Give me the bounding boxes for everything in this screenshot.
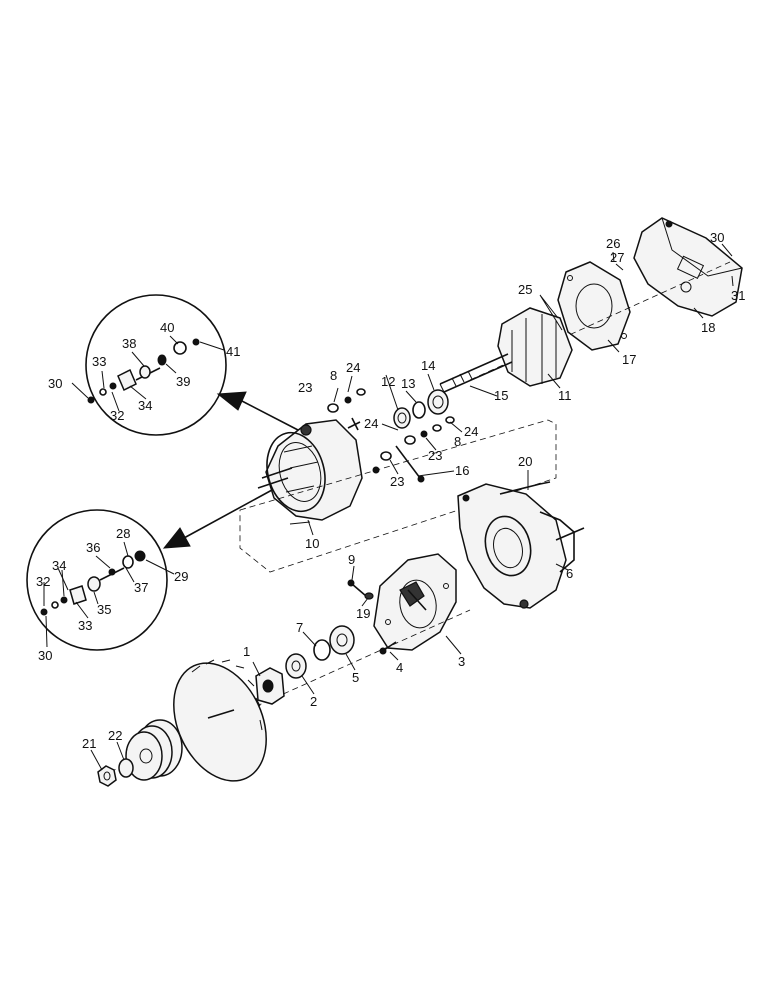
callout-11: 11 bbox=[558, 388, 572, 403]
pulley bbox=[125, 719, 183, 781]
washer-22 bbox=[118, 758, 134, 778]
rear-cover bbox=[633, 217, 743, 317]
callout-26: 26 bbox=[606, 236, 620, 251]
callout-15: 15 bbox=[494, 388, 508, 403]
collar-1 bbox=[255, 667, 285, 705]
callout-16: 16 bbox=[455, 463, 469, 478]
callout-12: 12 bbox=[381, 374, 395, 389]
callout-29: 29 bbox=[174, 569, 188, 584]
callout-34-lower-detail: 34 bbox=[52, 558, 66, 573]
callout-19: 19 bbox=[356, 606, 370, 621]
callout-20: 20 bbox=[518, 454, 532, 469]
callout-41: 41 bbox=[226, 344, 240, 359]
detail-circle-lower bbox=[26, 509, 168, 651]
callout-7: 7 bbox=[296, 620, 303, 635]
callout-9: 9 bbox=[348, 552, 355, 567]
callout-22: 22 bbox=[108, 728, 122, 743]
callout-6: 6 bbox=[566, 566, 573, 581]
arrow-to-upper-detail bbox=[216, 391, 299, 431]
callout-13: 13 bbox=[401, 376, 415, 391]
callout-31: 31 bbox=[731, 288, 745, 303]
retaining-ring-7 bbox=[313, 639, 331, 661]
assembly-box bbox=[239, 419, 557, 573]
spacer-2 bbox=[285, 653, 307, 679]
callout-25: 25 bbox=[518, 282, 532, 297]
callout-10: 10 bbox=[305, 536, 319, 551]
callout-28: 28 bbox=[116, 526, 130, 541]
end-plate bbox=[557, 261, 631, 351]
callout-35: 35 bbox=[97, 602, 111, 617]
callout-23-c: 23 bbox=[390, 474, 404, 489]
callout-labels: 1 2 3 4 5 6 7 8 8 9 10 11 12 13 14 15 16… bbox=[36, 230, 745, 751]
callout-30-upper-detail: 30 bbox=[48, 376, 62, 391]
callout-27: 27 bbox=[610, 250, 624, 265]
callout-3: 3 bbox=[458, 654, 465, 669]
front-housing bbox=[457, 481, 585, 609]
callout-40: 40 bbox=[160, 320, 174, 335]
callout-18: 18 bbox=[701, 320, 715, 335]
callout-38: 38 bbox=[122, 336, 136, 351]
washer-19 bbox=[364, 592, 374, 600]
nut-21 bbox=[97, 765, 117, 787]
screw-9 bbox=[347, 579, 367, 597]
callout-24-b: 24 bbox=[364, 416, 378, 431]
callout-34-upper-detail: 34 bbox=[138, 398, 152, 413]
callout-17: 17 bbox=[622, 352, 636, 367]
callout-1: 1 bbox=[243, 644, 250, 659]
callout-8-lower: 8 bbox=[454, 434, 461, 449]
arrow-to-lower-detail bbox=[162, 489, 273, 549]
callout-30-lower-detail: 30 bbox=[38, 648, 52, 663]
callout-24-a: 24 bbox=[346, 360, 360, 375]
callout-39: 39 bbox=[176, 374, 190, 389]
callout-5: 5 bbox=[352, 670, 359, 685]
callout-32-lower-detail: 32 bbox=[36, 574, 50, 589]
callout-37: 37 bbox=[134, 580, 148, 595]
stator-housing bbox=[257, 419, 363, 525]
callout-14: 14 bbox=[421, 358, 435, 373]
callout-33-upper-detail: 33 bbox=[92, 354, 106, 369]
bearing-12 bbox=[393, 407, 411, 429]
callout-23-a: 23 bbox=[298, 380, 312, 395]
callout-23-b: 23 bbox=[428, 448, 442, 463]
brush-plate bbox=[373, 553, 457, 651]
callout-36: 36 bbox=[86, 540, 100, 555]
leader-lines bbox=[43, 243, 734, 771]
callout-30-rear: 30 bbox=[710, 230, 724, 245]
bearing-5 bbox=[329, 625, 355, 655]
detail-circle-upper bbox=[85, 294, 227, 436]
fan bbox=[173, 659, 267, 782]
callout-2: 2 bbox=[310, 694, 317, 709]
callout-21: 21 bbox=[82, 736, 96, 751]
center-line-upper bbox=[469, 261, 731, 381]
callout-4: 4 bbox=[396, 660, 403, 675]
hardware-cluster-upper bbox=[327, 388, 366, 431]
shaft-bearing-14 bbox=[427, 389, 449, 415]
screw-4 bbox=[379, 641, 397, 655]
retaining-ring-13 bbox=[412, 401, 426, 419]
callout-32-upper-detail: 32 bbox=[110, 408, 124, 423]
callout-24-c: 24 bbox=[464, 424, 478, 439]
callout-8-upper: 8 bbox=[330, 368, 337, 383]
callout-33-lower-detail: 33 bbox=[78, 618, 92, 633]
rotor-assembly bbox=[439, 307, 573, 393]
